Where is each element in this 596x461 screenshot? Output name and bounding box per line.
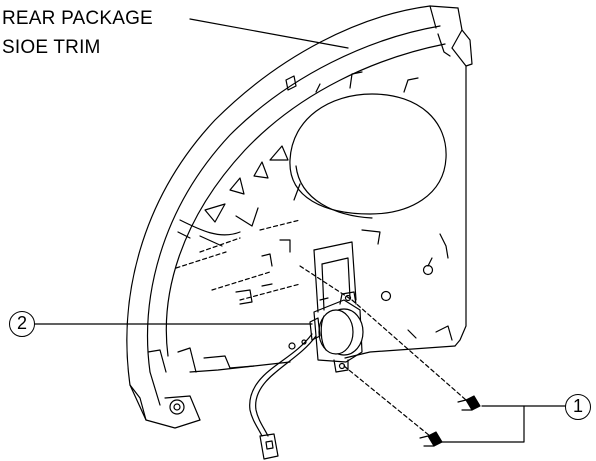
alignment-lines	[299, 265, 467, 437]
wire-connector	[259, 433, 279, 460]
speaker-opening	[289, 71, 447, 219]
panel-clips	[175, 75, 321, 301]
screw-upper	[457, 395, 481, 411]
screw-leader-bracket	[441, 405, 566, 443]
screw-lower	[419, 431, 443, 447]
part-name-line-2: SIOE TRIM	[2, 37, 101, 58]
callout-speaker: 2	[9, 311, 35, 337]
label-leader-line	[189, 18, 349, 49]
part-name-line-1: REAR PACKAGE	[2, 8, 153, 29]
trim-panel	[126, 5, 473, 429]
callout-screw: 1	[565, 394, 591, 420]
panel-bosses	[235, 229, 453, 350]
mounting-bracket	[313, 241, 357, 313]
speaker-wire	[249, 333, 317, 437]
speaker	[309, 291, 364, 373]
